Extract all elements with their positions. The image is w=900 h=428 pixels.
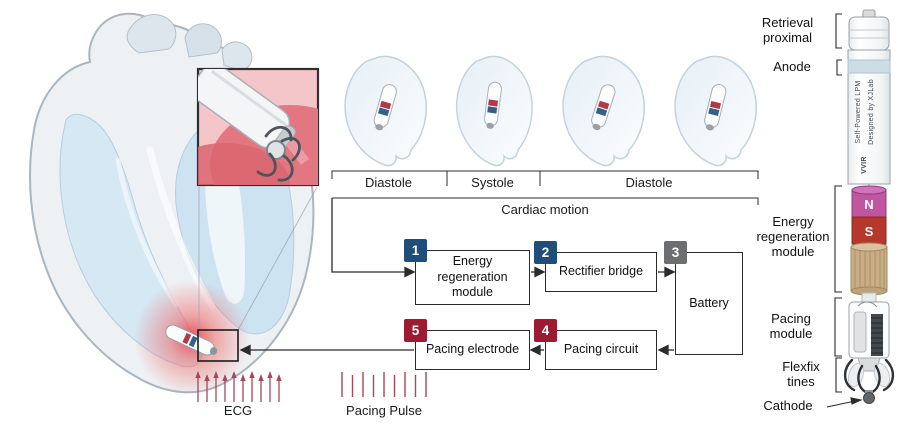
zoom-source-box — [197, 329, 239, 362]
device-body-text-right: Designed by XJLab — [868, 79, 875, 145]
device-label-retrieval-proximal: Retrieval proximal — [761, 15, 814, 45]
flow-step-badge-4: 4 — [534, 319, 557, 342]
flow-box-energy-regeneration-module: Energy regeneration module — [415, 250, 530, 305]
ecg-label: ECG — [223, 403, 253, 418]
cathode-tip — [863, 390, 875, 404]
device-body: Self-Powered LPM Designed by XJLab VVIR — [847, 49, 891, 185]
magnet-n-label: N — [864, 197, 873, 212]
flow-box-label: Rectifier bridge — [558, 264, 644, 279]
mini-capsule-icon — [591, 84, 616, 131]
device-label-anode: Anode — [773, 59, 811, 74]
device-label-energy-regeneration-module: Energy regeneration module — [756, 214, 830, 259]
pacing-pulse-label: Pacing Pulse — [346, 403, 422, 418]
flow-step-badge-3: 3 — [664, 241, 687, 264]
flow-step-badge-2: 2 — [534, 241, 557, 264]
flow-box-label: Pacing electrode — [425, 342, 520, 357]
mini-capsule-icon — [704, 83, 727, 131]
anode-band — [847, 59, 891, 74]
flow-box-label: Energy regeneration module — [437, 254, 508, 300]
cathode-pointer — [826, 397, 863, 408]
flow-box-rectifier-bridge: Rectifier bridge — [545, 252, 657, 292]
zoom-inset — [196, 67, 320, 187]
mini-capsule-icon — [484, 81, 502, 129]
pacing-pulse-spikes-icon — [341, 372, 427, 397]
flow-arrows — [239, 198, 676, 356]
coil-icon — [850, 246, 888, 292]
cardiac-motion-sequence — [344, 55, 757, 167]
implanted-capsule-icon — [165, 324, 218, 356]
zoom-leader-lines — [198, 186, 318, 331]
magnet-s-label: S — [865, 224, 874, 239]
ecg-spikes-icon — [195, 371, 282, 402]
heart-illustration — [29, 12, 320, 402]
mini-capsule-icon — [373, 84, 397, 131]
inset-tines-icon — [256, 126, 301, 182]
phase-label-systole: Systole — [471, 175, 514, 190]
apex-diastole-1 — [344, 55, 427, 167]
flow-box-battery: Battery — [675, 252, 743, 355]
flow-box-pacing-electrode: Pacing electrode — [415, 330, 530, 370]
device-label-pacing-module: Pacing module — [769, 311, 813, 341]
retrieval-cap — [848, 9, 890, 51]
flow-box-label: Battery — [689, 295, 729, 310]
apex-systole — [456, 55, 533, 167]
flow-step-badge-5: 5 — [404, 319, 427, 342]
apex-diastole-3 — [674, 55, 757, 167]
flow-step-badge-1: 1 — [404, 239, 427, 262]
pacing-module-section — [848, 292, 890, 359]
flow-box-label: Pacing circuit — [563, 342, 639, 357]
phase-label-diastole-2: Diastole — [625, 175, 673, 190]
phase-bracket — [331, 170, 759, 205]
phase-label-diastole-1: Diastole — [365, 175, 412, 190]
magnet-n-block — [851, 189, 887, 218]
device-label-flexfix-tines: Flexfix tines — [782, 359, 820, 389]
device-label-cathode: Cathode — [763, 398, 813, 413]
flow-box-pacing-circuit: Pacing circuit — [545, 330, 657, 370]
device-section-brackets — [834, 13, 842, 393]
pacemaker-device-diagram: Self-Powered LPM Designed by XJLab VVIR … — [843, 9, 895, 404]
apex-diastole-2 — [562, 55, 645, 167]
energy-regeneration-section: N S — [850, 184, 888, 296]
cardiac-motion-caption: Cardiac motion — [501, 202, 589, 217]
device-body-text-left: Self-Powered LPM — [855, 80, 862, 143]
device-mode-text: VVIR — [861, 156, 868, 174]
